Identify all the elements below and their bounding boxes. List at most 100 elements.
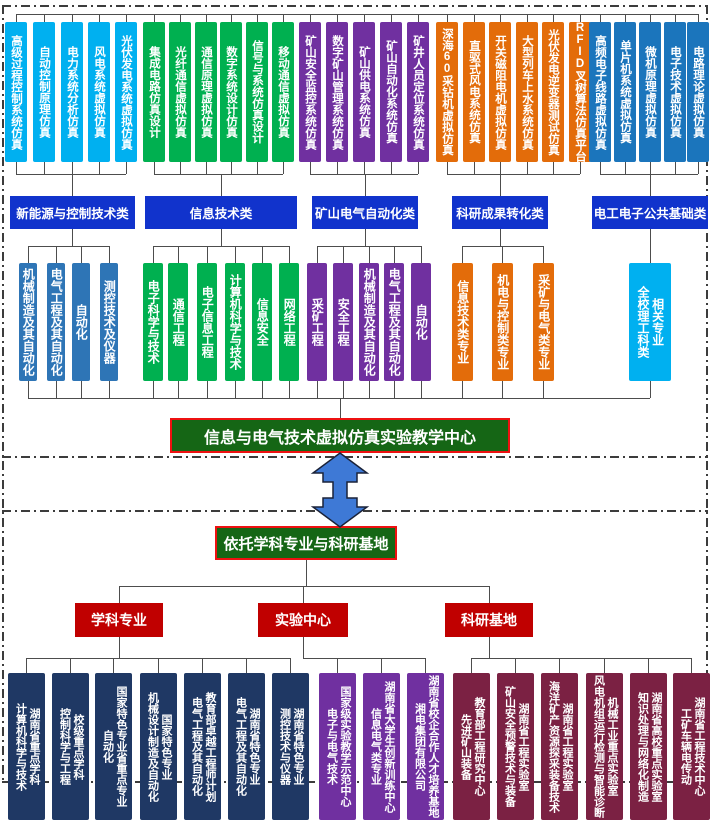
asset-bar: 湖南省特色专业测控技术与仪器	[272, 673, 309, 820]
connector-line	[364, 174, 366, 196]
major-bar-label: 通信工程	[171, 298, 186, 346]
connector-line	[152, 246, 154, 263]
sim-bar-label: 开关磁阻电机虚拟仿真	[494, 34, 507, 150]
sim-bar: 通信原理虚拟仿真	[195, 22, 217, 162]
connector-line	[230, 162, 232, 174]
connector-line	[364, 229, 366, 246]
major-bar: 通信工程	[168, 263, 188, 381]
connector-line	[462, 381, 463, 398]
connector-line	[446, 162, 448, 174]
connector-line	[339, 398, 341, 418]
asset-bar-qualifier: 湖南省重点学科	[28, 708, 41, 785]
asset-bar: 湖南省工程实验室海洋矿产资源探采装备技术	[541, 673, 578, 820]
asset-bar-name: 风电机组运行检测与智能诊断	[592, 675, 605, 818]
connector-line	[152, 381, 154, 398]
connector-line	[649, 229, 651, 263]
asset-bar-name: 电气工程及其自动化	[234, 697, 247, 796]
asset-bar: 湖南省工程实验室矿山安全预警技术与装备	[497, 673, 534, 820]
major-bar-label: 机械制造及其自动化	[21, 268, 36, 376]
connector-line	[177, 381, 179, 398]
asset-bar: 教育部卓越工程师计划电气工程及其自动化	[184, 673, 221, 820]
connector-line	[303, 658, 426, 659]
category-box: 科研成果转化类	[452, 196, 548, 229]
major-bar-label: 电气工程及其自动化	[49, 268, 64, 376]
connector-line	[118, 586, 120, 603]
base-hub-label: 依托学科专业与科研基地	[223, 535, 389, 553]
updown-arrow-icon	[310, 452, 370, 528]
connector-line	[473, 162, 475, 174]
sim-bar-label: 光纤通信虚拟仿真	[174, 46, 187, 138]
asset-bar-name: 电子与电气技术	[325, 708, 338, 785]
frame-top-line	[2, 5, 708, 7]
connector-line	[28, 398, 650, 399]
connector-line	[26, 658, 27, 673]
connector-line	[80, 246, 82, 263]
connector-line	[579, 14, 581, 22]
connector-line	[368, 381, 370, 398]
branch-label: 学科专业	[91, 612, 147, 628]
asset-bar: 湖南省工程技术中心工矿车辆电传动	[673, 673, 710, 820]
sim-bar: 开关磁阻电机虚拟仿真	[489, 22, 511, 162]
connector-line	[420, 246, 422, 263]
connector-line	[604, 658, 605, 673]
connector-line	[55, 246, 57, 263]
major-bar-label: 信息安全	[255, 298, 270, 346]
sim-bar: 自动控制原理仿真	[33, 22, 55, 162]
sim-bar: 高级过程控制系统仿真	[5, 22, 27, 162]
major-bar-label: 网络工程	[282, 298, 297, 346]
connector-line	[71, 162, 73, 174]
asset-bar: 湖南省大学生创新训练中心信息电气类专业	[363, 673, 400, 820]
connector-line	[420, 381, 422, 398]
connector-line	[526, 14, 528, 22]
connector-line	[15, 14, 17, 22]
category-label: 电工电子公共基础类	[593, 207, 707, 221]
major-bar: 机电与控制类专业	[492, 263, 513, 381]
connector-line	[552, 14, 554, 22]
connector-line	[118, 637, 120, 658]
major-bar: 采矿与电气类专业	[533, 263, 554, 381]
sim-bar-label: 直驱式风电系统仿真	[468, 40, 481, 144]
center-hub-label: 信息与电气技术虚拟仿真实验教学中心	[203, 429, 476, 447]
connector-line	[234, 246, 236, 263]
asset-bar-name: 电气工程及其自动化	[190, 697, 203, 796]
connector-line	[125, 14, 127, 22]
connector-line	[234, 381, 236, 398]
asset-bar: 国家级实验教学示范中心电子与电气技术	[319, 673, 356, 820]
asset-bar-qualifier: 校级重点学科	[72, 713, 85, 780]
connector-line	[462, 246, 463, 263]
sim-bar-label: 矿山自动化系统仿真	[385, 40, 398, 144]
asset-bar: 国家特色专业机械设计制造及自动化	[140, 673, 177, 820]
major-bar-label: 自动化	[74, 304, 89, 340]
asset-bar-name: 矿山安全预警技术与装备	[503, 686, 516, 807]
asset-bar: 湖南省重点学科计算机科学与技术	[8, 673, 45, 820]
category-label: 科研成果转化类	[456, 207, 544, 221]
sim-bar: 风电系统虚拟仿真	[88, 22, 110, 162]
connector-line	[261, 246, 263, 263]
sim-bar: 大型列车上水系统仿真	[516, 22, 538, 162]
connector-line	[502, 246, 503, 263]
major-bar-label: 机械制造及其自动化	[362, 268, 377, 376]
connector-line	[72, 229, 73, 246]
connector-line	[417, 14, 419, 22]
sim-bar-label: 矿山安全监控系统仿真	[304, 34, 317, 150]
asset-bar-qualifier: 湖南省特色专业	[292, 708, 305, 785]
asset-bar-qualifier: 国家特色专业	[160, 713, 173, 780]
connector-line	[336, 162, 338, 174]
connector-line	[599, 162, 601, 174]
sim-bar: 光伏发电逆变器测试仿真	[542, 22, 564, 162]
connector-line	[543, 246, 544, 263]
major-bar-label: 相关专业	[650, 298, 665, 346]
connector-line	[471, 658, 692, 659]
asset-bar-qualifier: 湖南省高校重点实验室	[650, 691, 663, 802]
sim-bar: 信号与系统仿真设计	[246, 22, 268, 162]
sim-bar-label: 光伏发电逆变器测试仿真	[547, 28, 560, 156]
connector-line	[499, 229, 501, 246]
connector-line	[316, 381, 318, 398]
connector-line	[600, 174, 698, 175]
asset-bar-name: 先进矿山装备	[459, 713, 472, 780]
connector-line	[446, 14, 448, 22]
connector-line	[471, 658, 472, 673]
major-bar-label: 机电与控制类专业	[495, 274, 510, 370]
major-bar: 电气工程及其自动化	[47, 263, 65, 381]
connector-line	[302, 586, 304, 603]
